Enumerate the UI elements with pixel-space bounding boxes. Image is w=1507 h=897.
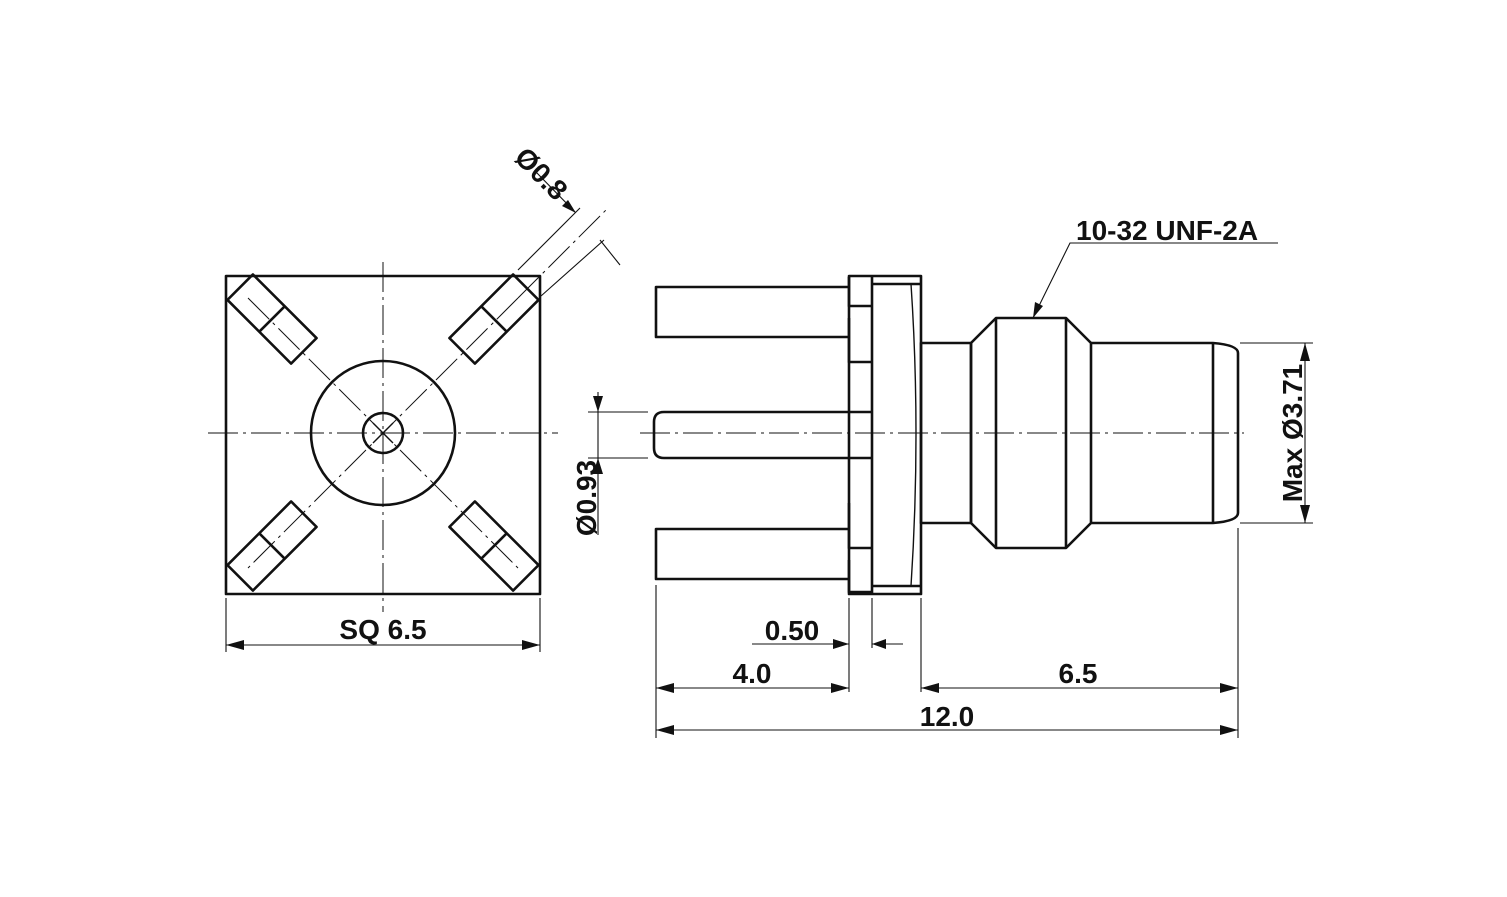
mounting-slot-bottom-left: [226, 500, 318, 592]
front-view: Ø0.8 SQ 6.5: [208, 141, 621, 652]
pin-length-label: 4.0: [733, 658, 772, 689]
square-flange-outline: [224, 274, 542, 596]
mounting-slot-top-right: [448, 273, 540, 365]
front-barrel: [1091, 341, 1240, 525]
signal-pin: [652, 410, 872, 460]
square-size-label: SQ 6.5: [339, 614, 426, 645]
side-view: 10-32 UNF-2A Max Ø3.71 Ø0.93 0.50 4.0: [571, 215, 1313, 738]
flange: [847, 274, 923, 596]
pcb-pin-bottom: [654, 503, 872, 594]
thread-label: 10-32 UNF-2A: [1076, 215, 1258, 246]
overall-length-label: 12.0: [920, 701, 975, 732]
body-length-label: 6.5: [1059, 658, 1098, 689]
center-contact-circle: [361, 411, 405, 455]
pcb-pin-top: [654, 277, 872, 364]
pin-dia-label: Ø0.93: [571, 460, 602, 536]
mounting-slot-bottom-right: [448, 500, 540, 592]
max-dia-label: Max Ø3.71: [1277, 364, 1308, 503]
pin-hole-dia-label: Ø0.8: [509, 141, 574, 206]
flange-thickness-label: 0.50: [765, 615, 820, 646]
dielectric-circle: [309, 359, 457, 507]
mounting-slot-top-left: [226, 273, 318, 365]
